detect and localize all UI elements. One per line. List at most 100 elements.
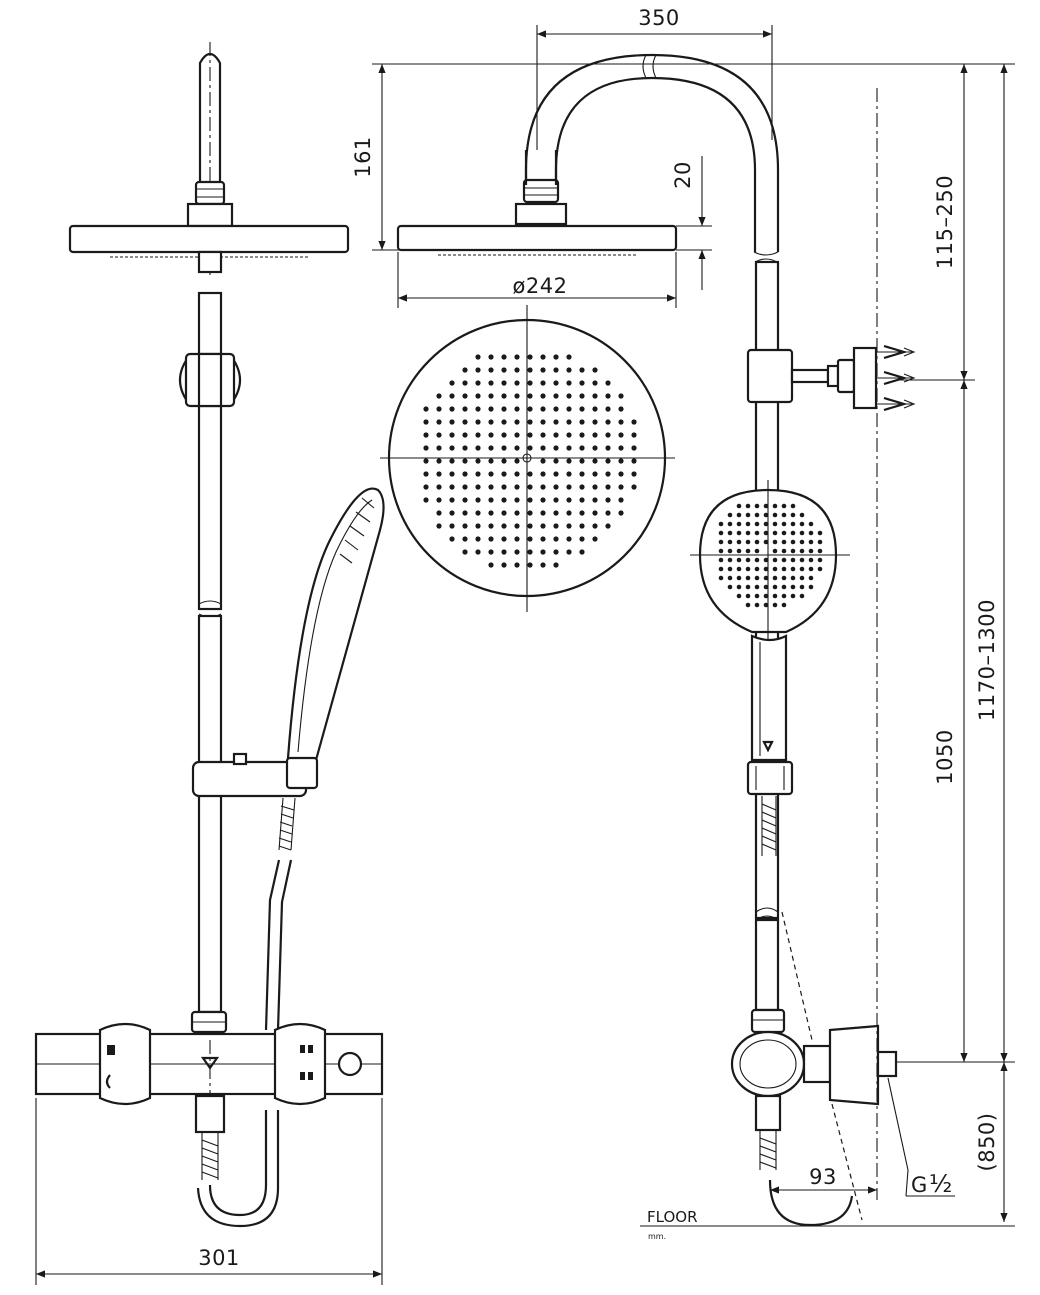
spray-hole xyxy=(436,419,442,425)
spray-hole xyxy=(566,380,572,386)
spray-hole xyxy=(475,484,481,490)
spray-hole xyxy=(553,458,559,464)
spray-hole xyxy=(754,584,760,590)
spray-hole xyxy=(475,497,481,503)
spray-hole xyxy=(514,380,520,386)
spray-hole xyxy=(514,458,520,464)
spray-hole xyxy=(501,523,507,529)
dim-mixer-width: 301 xyxy=(198,1246,240,1270)
spray-hole xyxy=(718,530,724,536)
side-view xyxy=(524,53,916,1227)
spray-hole xyxy=(475,367,481,373)
spray-hole xyxy=(579,445,585,451)
spray-hole xyxy=(514,510,520,516)
spray-hole xyxy=(501,393,507,399)
spray-hole xyxy=(727,521,733,527)
spray-hole xyxy=(718,566,724,572)
spray-hole xyxy=(763,575,769,581)
spray-hole xyxy=(553,354,559,360)
spray-hole xyxy=(449,380,455,386)
spray-hole xyxy=(718,557,724,563)
spray-hole xyxy=(592,419,598,425)
thermostatic-mixer-side xyxy=(730,1024,898,1106)
spray-hole xyxy=(736,539,742,545)
spray-hole xyxy=(566,536,572,542)
spray-hole xyxy=(449,406,455,412)
dim-adjust-range: 115–250 xyxy=(933,175,957,269)
spray-hole xyxy=(488,432,494,438)
head-shower-top-view xyxy=(380,305,675,612)
spray-hole xyxy=(579,458,585,464)
spray-hole xyxy=(817,539,823,545)
spray-hole xyxy=(540,523,546,529)
spray-hole xyxy=(553,380,559,386)
spray-hole xyxy=(462,367,468,373)
spray-hole xyxy=(745,557,751,563)
spray-hole xyxy=(763,503,769,509)
spray-hole xyxy=(566,393,572,399)
spray-hole xyxy=(718,548,724,554)
spray-hole xyxy=(475,549,481,555)
spray-hole xyxy=(736,503,742,509)
spray-hole xyxy=(736,575,742,581)
spray-hole xyxy=(501,562,507,568)
spray-hole xyxy=(540,419,546,425)
spray-hole xyxy=(772,521,778,527)
spray-hole xyxy=(579,510,585,516)
spray-hole xyxy=(781,602,787,608)
spray-hole xyxy=(579,471,585,477)
spray-hole xyxy=(488,458,494,464)
spray-hole xyxy=(436,445,442,451)
spray-hole xyxy=(553,406,559,412)
spray-hole xyxy=(772,584,778,590)
spray-hole xyxy=(553,510,559,516)
spray-hole xyxy=(488,510,494,516)
spray-hole xyxy=(808,521,814,527)
spray-hole xyxy=(475,510,481,516)
dim-arm-reach: 350 xyxy=(638,6,680,30)
spray-hole xyxy=(605,445,611,451)
spray-hole xyxy=(527,432,533,438)
spray-hole xyxy=(527,549,533,555)
spray-hole xyxy=(808,566,814,572)
spray-hole xyxy=(540,367,546,373)
spray-hole xyxy=(605,497,611,503)
spray-hole xyxy=(501,497,507,503)
spray-hole xyxy=(488,484,494,490)
spray-hole xyxy=(799,593,805,599)
spray-hole xyxy=(592,523,598,529)
spray-hole xyxy=(475,419,481,425)
spray-hole xyxy=(754,566,760,572)
spray-hole xyxy=(527,536,533,542)
spray-hole xyxy=(631,471,637,477)
spray-hole xyxy=(754,593,760,599)
spray-hole xyxy=(781,503,787,509)
spray-hole xyxy=(527,510,533,516)
spray-hole xyxy=(462,510,468,516)
spray-hole xyxy=(540,497,546,503)
spray-hole xyxy=(527,380,533,386)
spray-hole xyxy=(540,432,546,438)
spray-hole xyxy=(631,484,637,490)
spray-hole xyxy=(799,575,805,581)
spray-hole xyxy=(540,380,546,386)
spray-hole xyxy=(475,536,481,542)
hand-shower-face xyxy=(690,480,850,640)
spray-hole xyxy=(553,367,559,373)
spray-hole xyxy=(566,445,572,451)
dim-mixer-height: (850) xyxy=(975,1113,999,1172)
spray-hole xyxy=(540,484,546,490)
spray-hole xyxy=(772,602,778,608)
spray-hole xyxy=(488,523,494,529)
spray-hole xyxy=(579,484,585,490)
spray-hole xyxy=(790,584,796,590)
spray-hole xyxy=(488,497,494,503)
spray-hole xyxy=(462,406,468,412)
spray-hole xyxy=(462,471,468,477)
spray-hole xyxy=(745,566,751,572)
spray-hole xyxy=(566,354,572,360)
spray-hole xyxy=(727,575,733,581)
spray-hole xyxy=(488,536,494,542)
spray-hole xyxy=(579,432,585,438)
